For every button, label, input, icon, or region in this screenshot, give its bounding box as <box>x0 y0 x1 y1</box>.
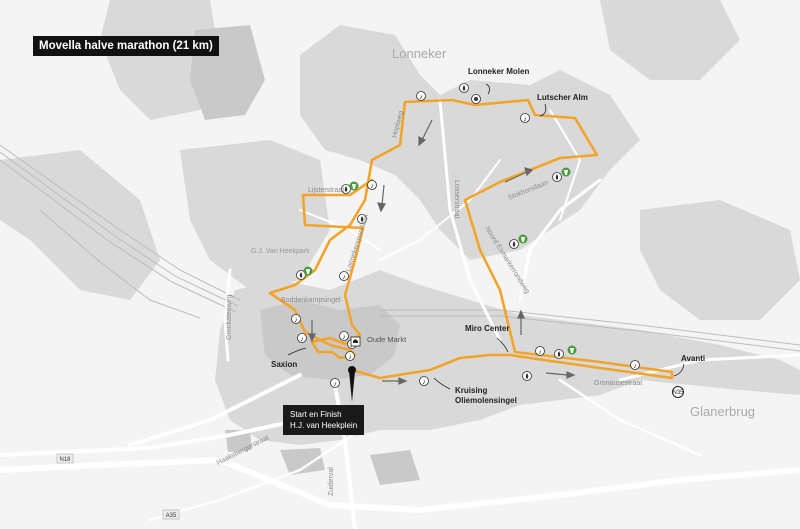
svg-text:Lutscher Alm: Lutscher Alm <box>537 93 588 102</box>
svg-text:♪: ♪ <box>422 379 426 386</box>
poi-saxion: Saxion <box>271 347 307 369</box>
n35-label: N35 <box>672 390 684 396</box>
music-note-icon: ♪ <box>339 331 349 341</box>
music-note-icon: ♪ <box>367 180 377 190</box>
svg-text:Lonneker Molen: Lonneker Molen <box>468 67 529 76</box>
svg-text:Saxion: Saxion <box>271 360 297 369</box>
street-gronausestraat: Gronausestraat <box>594 380 642 387</box>
direction-arrow-icon <box>517 309 525 335</box>
place-lonneker: Lonneker <box>392 46 447 61</box>
map-title: Movella halve marathon (21 km) <box>33 36 219 56</box>
svg-text:♪: ♪ <box>370 183 374 190</box>
place-glanerbrug: Glanerbrug <box>690 404 755 419</box>
svg-text:♪: ♪ <box>538 349 542 356</box>
music-note-icon: ♪ <box>291 314 301 324</box>
n35-shield <box>672 386 684 398</box>
svg-text:♪: ♪ <box>294 317 298 324</box>
svg-text:♪: ♪ <box>342 334 346 341</box>
water-drop-icon <box>554 349 564 359</box>
music-note-icon: ♪ <box>345 351 355 361</box>
poi-lutscher-alm: Lutscher Alm <box>537 93 588 117</box>
direction-arrow-icon <box>504 167 534 183</box>
direction-arrow-icon <box>545 371 576 379</box>
svg-text:♪: ♪ <box>348 354 352 361</box>
road-network <box>0 98 800 529</box>
n18-shield <box>56 453 74 464</box>
street-losserstraat: Losserstraat <box>453 180 460 219</box>
svg-text:Avanti: Avanti <box>681 354 705 363</box>
start-finish-line1: Start en Finish <box>290 410 342 419</box>
refreshment-green-icon <box>303 266 313 276</box>
poi-avanti: Avanti <box>673 354 705 377</box>
direction-arrow-icon <box>382 377 408 385</box>
music-note-icon: ♪ <box>416 91 426 101</box>
svg-text:♪: ♪ <box>333 381 337 388</box>
music-note-icon: ♪ <box>419 376 429 386</box>
water-drop-icon <box>357 214 367 224</box>
svg-text:Oude Markt: Oude Markt <box>367 335 407 344</box>
refreshment-green-icon <box>349 181 359 191</box>
refreshment-green-icon <box>567 345 577 355</box>
poi-lonneker-molen: Lonneker Molen <box>468 67 529 95</box>
music-note-icon: ♪ <box>535 346 545 356</box>
n18-label: N18 <box>59 457 71 463</box>
music-note-icon: ♪ <box>339 271 349 281</box>
refreshment-green-icon <box>518 234 528 244</box>
direction-arrow-icon <box>308 320 316 343</box>
water-drop-icon <box>341 184 351 194</box>
road-shields: N18 A35 N35 <box>56 386 684 520</box>
water-drop-icon <box>509 239 519 249</box>
start-finish-label: Start en Finish H.J. van Heekplein <box>283 405 365 435</box>
street-lijsterstraat: Lijsterstraat <box>308 187 344 194</box>
svg-text:♪: ♪ <box>419 94 423 101</box>
direction-arrows <box>308 119 576 385</box>
svg-text:Kruising: Kruising <box>455 386 488 395</box>
start-finish-line2: H.J. van Heekplein <box>290 421 358 430</box>
poi-kruising: Kruising Oliemolensingel <box>433 377 517 405</box>
svg-text:Miro Center: Miro Center <box>465 324 509 333</box>
water-drop-icon <box>552 172 562 182</box>
music-note-icon: ♪ <box>297 333 307 343</box>
refreshment-points <box>303 167 577 355</box>
music-note-icon: ♪ <box>520 113 530 123</box>
svg-text:Oliemolensingel: Oliemolensingel <box>455 396 517 405</box>
street-boddenkampsingel: Boddenkampsingel <box>281 297 341 304</box>
water-drop-icon <box>296 270 306 280</box>
music-note-icon: ♪ <box>330 378 340 388</box>
svg-text:♪: ♪ <box>300 336 304 343</box>
poi-oude-markt: Oude Markt <box>350 335 407 347</box>
poi-van-heekpark: G.J. Van Heekpark <box>251 248 310 255</box>
water-drop-icon <box>522 371 532 381</box>
music-points: ♪ ♪ ♪ ♪ ♪ ♪ ♪ ♪ ♪ ♪ ♪ ♪ ♪ <box>291 91 640 388</box>
a35-label: A35 <box>166 513 177 519</box>
street-zuiderval: Zuiderval <box>328 467 335 496</box>
music-note-icon: ♪ <box>630 360 640 370</box>
svg-text:♪: ♪ <box>342 274 346 281</box>
water-points <box>296 83 564 381</box>
street-gronkatenweg: Gronkatenweg <box>226 294 233 340</box>
poi-miro-center: Miro Center <box>465 324 509 353</box>
direction-arrow-icon <box>377 184 386 213</box>
direction-arrow-icon <box>418 119 433 147</box>
rail-lines <box>0 144 800 352</box>
a35-shield <box>162 509 180 520</box>
refreshment-green-icon <box>561 167 571 177</box>
start-finish-pin-icon <box>348 366 356 402</box>
svg-text:♪: ♪ <box>633 363 637 370</box>
water-drop-icon <box>471 94 481 104</box>
water-drop-icon <box>459 83 469 93</box>
svg-text:♪: ♪ <box>523 116 527 123</box>
